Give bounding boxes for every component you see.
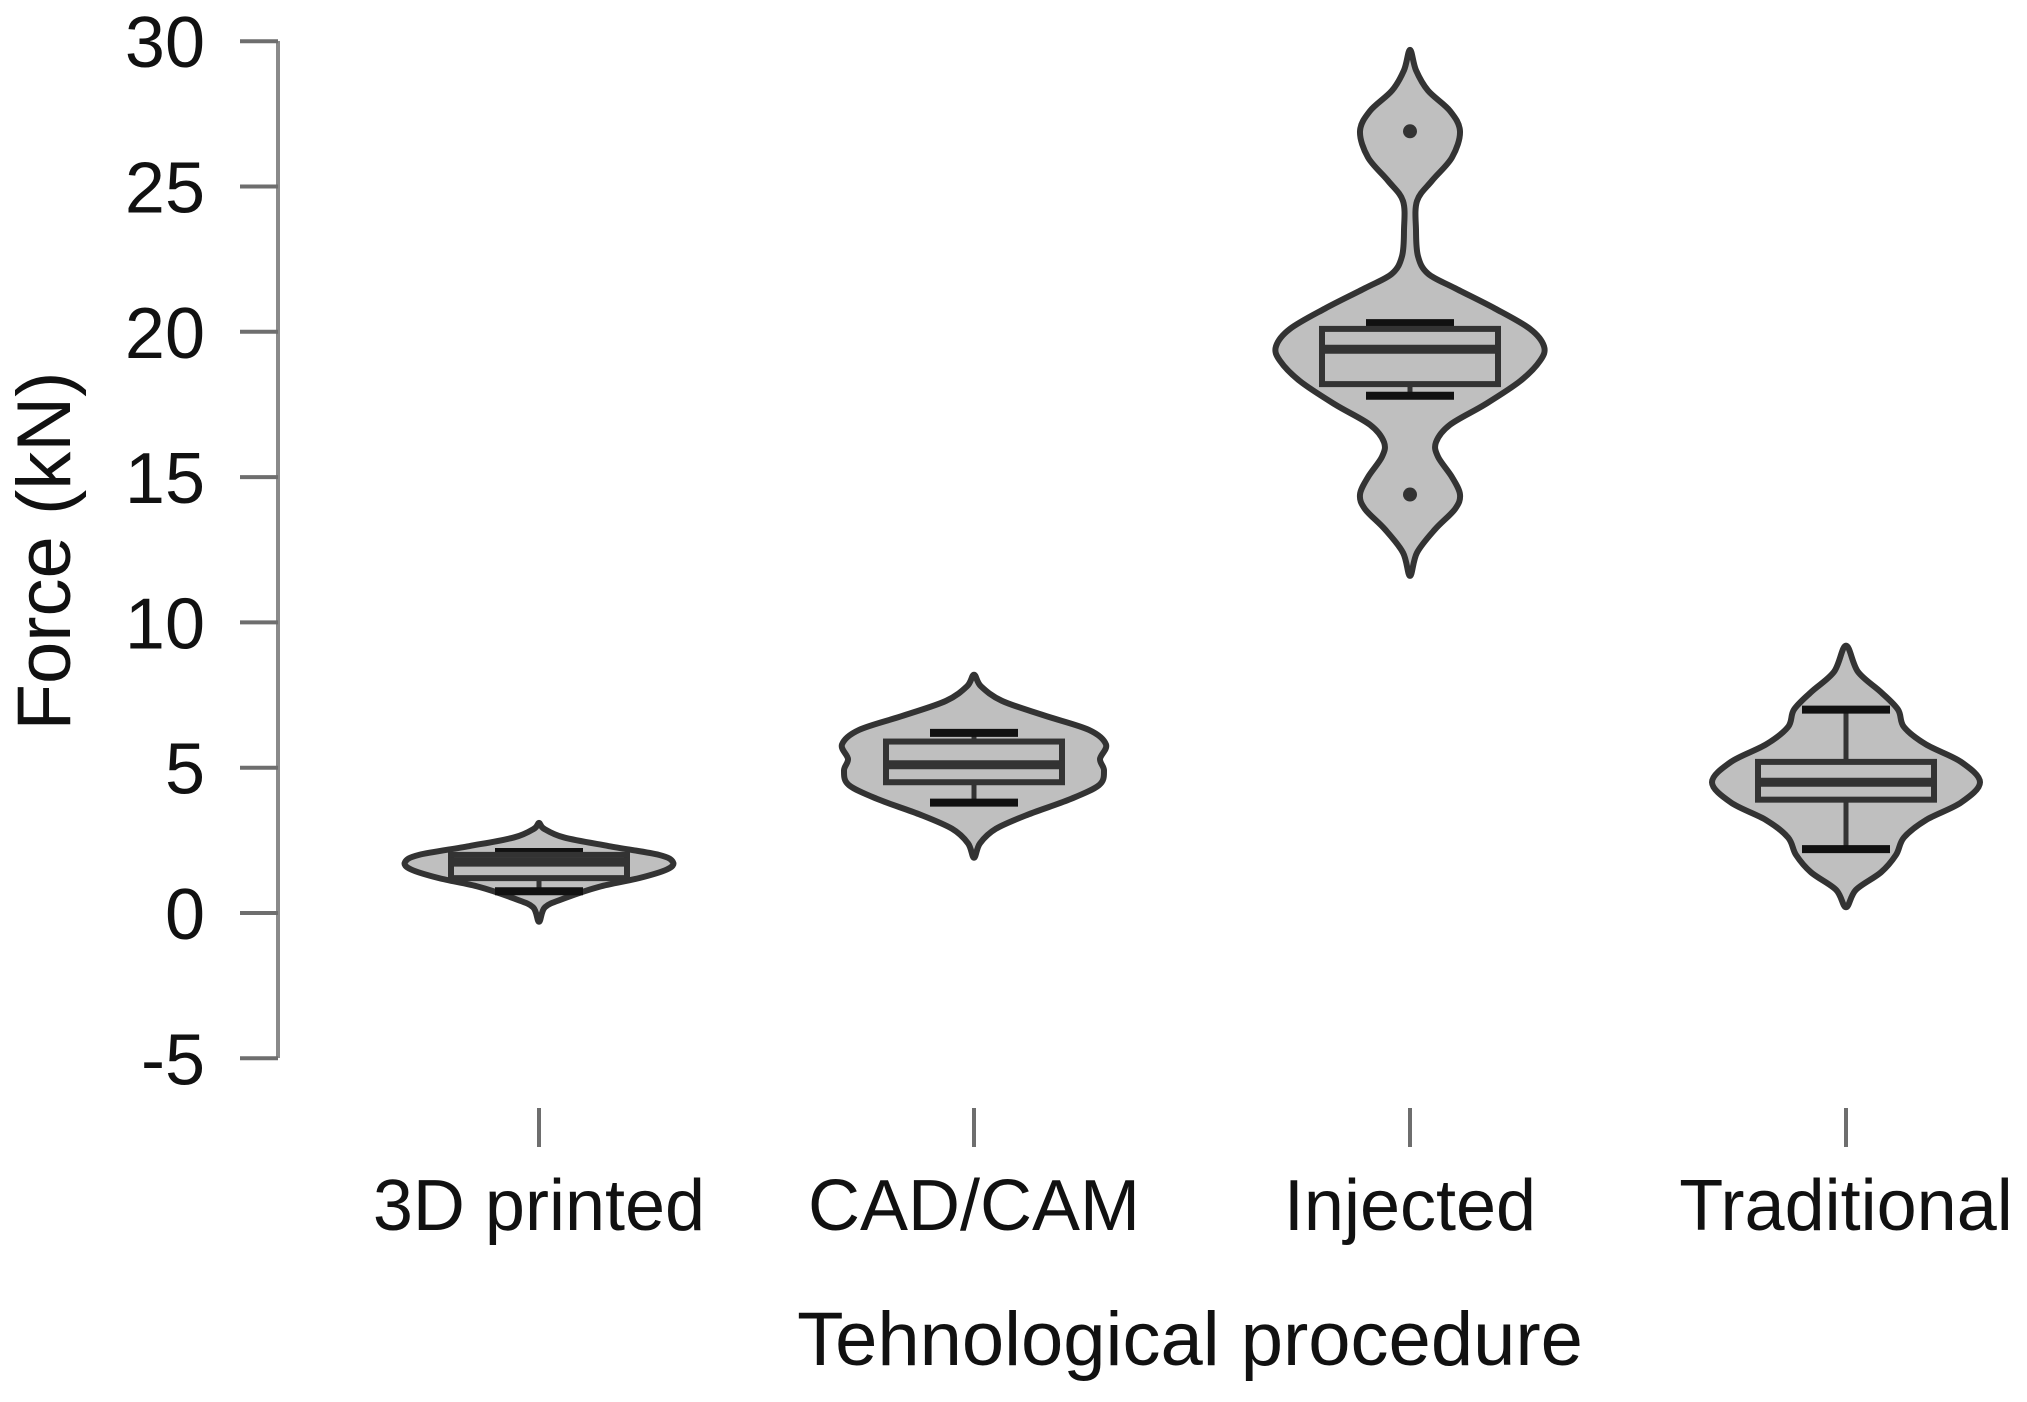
violin-traditional [1709,642,1983,911]
violin-shape [1272,46,1548,579]
iqr-box [1319,325,1501,388]
violins [401,46,1983,925]
y-tick-label: 30 [125,3,205,83]
x-tick-label: Injected [1284,1166,1536,1246]
y-tick-label: 20 [125,294,205,374]
outlier-point [1403,124,1417,139]
y-tick-label: 25 [125,149,205,229]
y-tick-label: 15 [125,439,205,519]
y-axis: 30 25 20 15 10 5 0 -5 Force (kN) [2,3,280,1100]
x-tick-label: CAD/CAM [808,1166,1140,1246]
y-ticks: 30 25 20 15 10 5 0 -5 [125,3,278,1100]
violin-cad-cam [838,671,1110,861]
y-tick-label: -5 [141,1020,205,1100]
y-tick-label: 5 [165,730,205,810]
y-tick-label: 0 [165,875,205,955]
x-axis-title: Tehnological procedure [797,1297,1583,1382]
y-axis-title: Force (kN) [2,372,87,731]
violin-injected [1272,46,1548,579]
outlier-point [1403,487,1417,502]
x-axis: 3D printed CAD/CAM Injected Traditional [373,1108,2013,1246]
x-tick-label: 3D printed [373,1166,705,1246]
x-tick-label: Traditional [1679,1166,2013,1246]
violin-3d-printed [401,819,677,925]
y-tick-label: 10 [125,584,205,664]
